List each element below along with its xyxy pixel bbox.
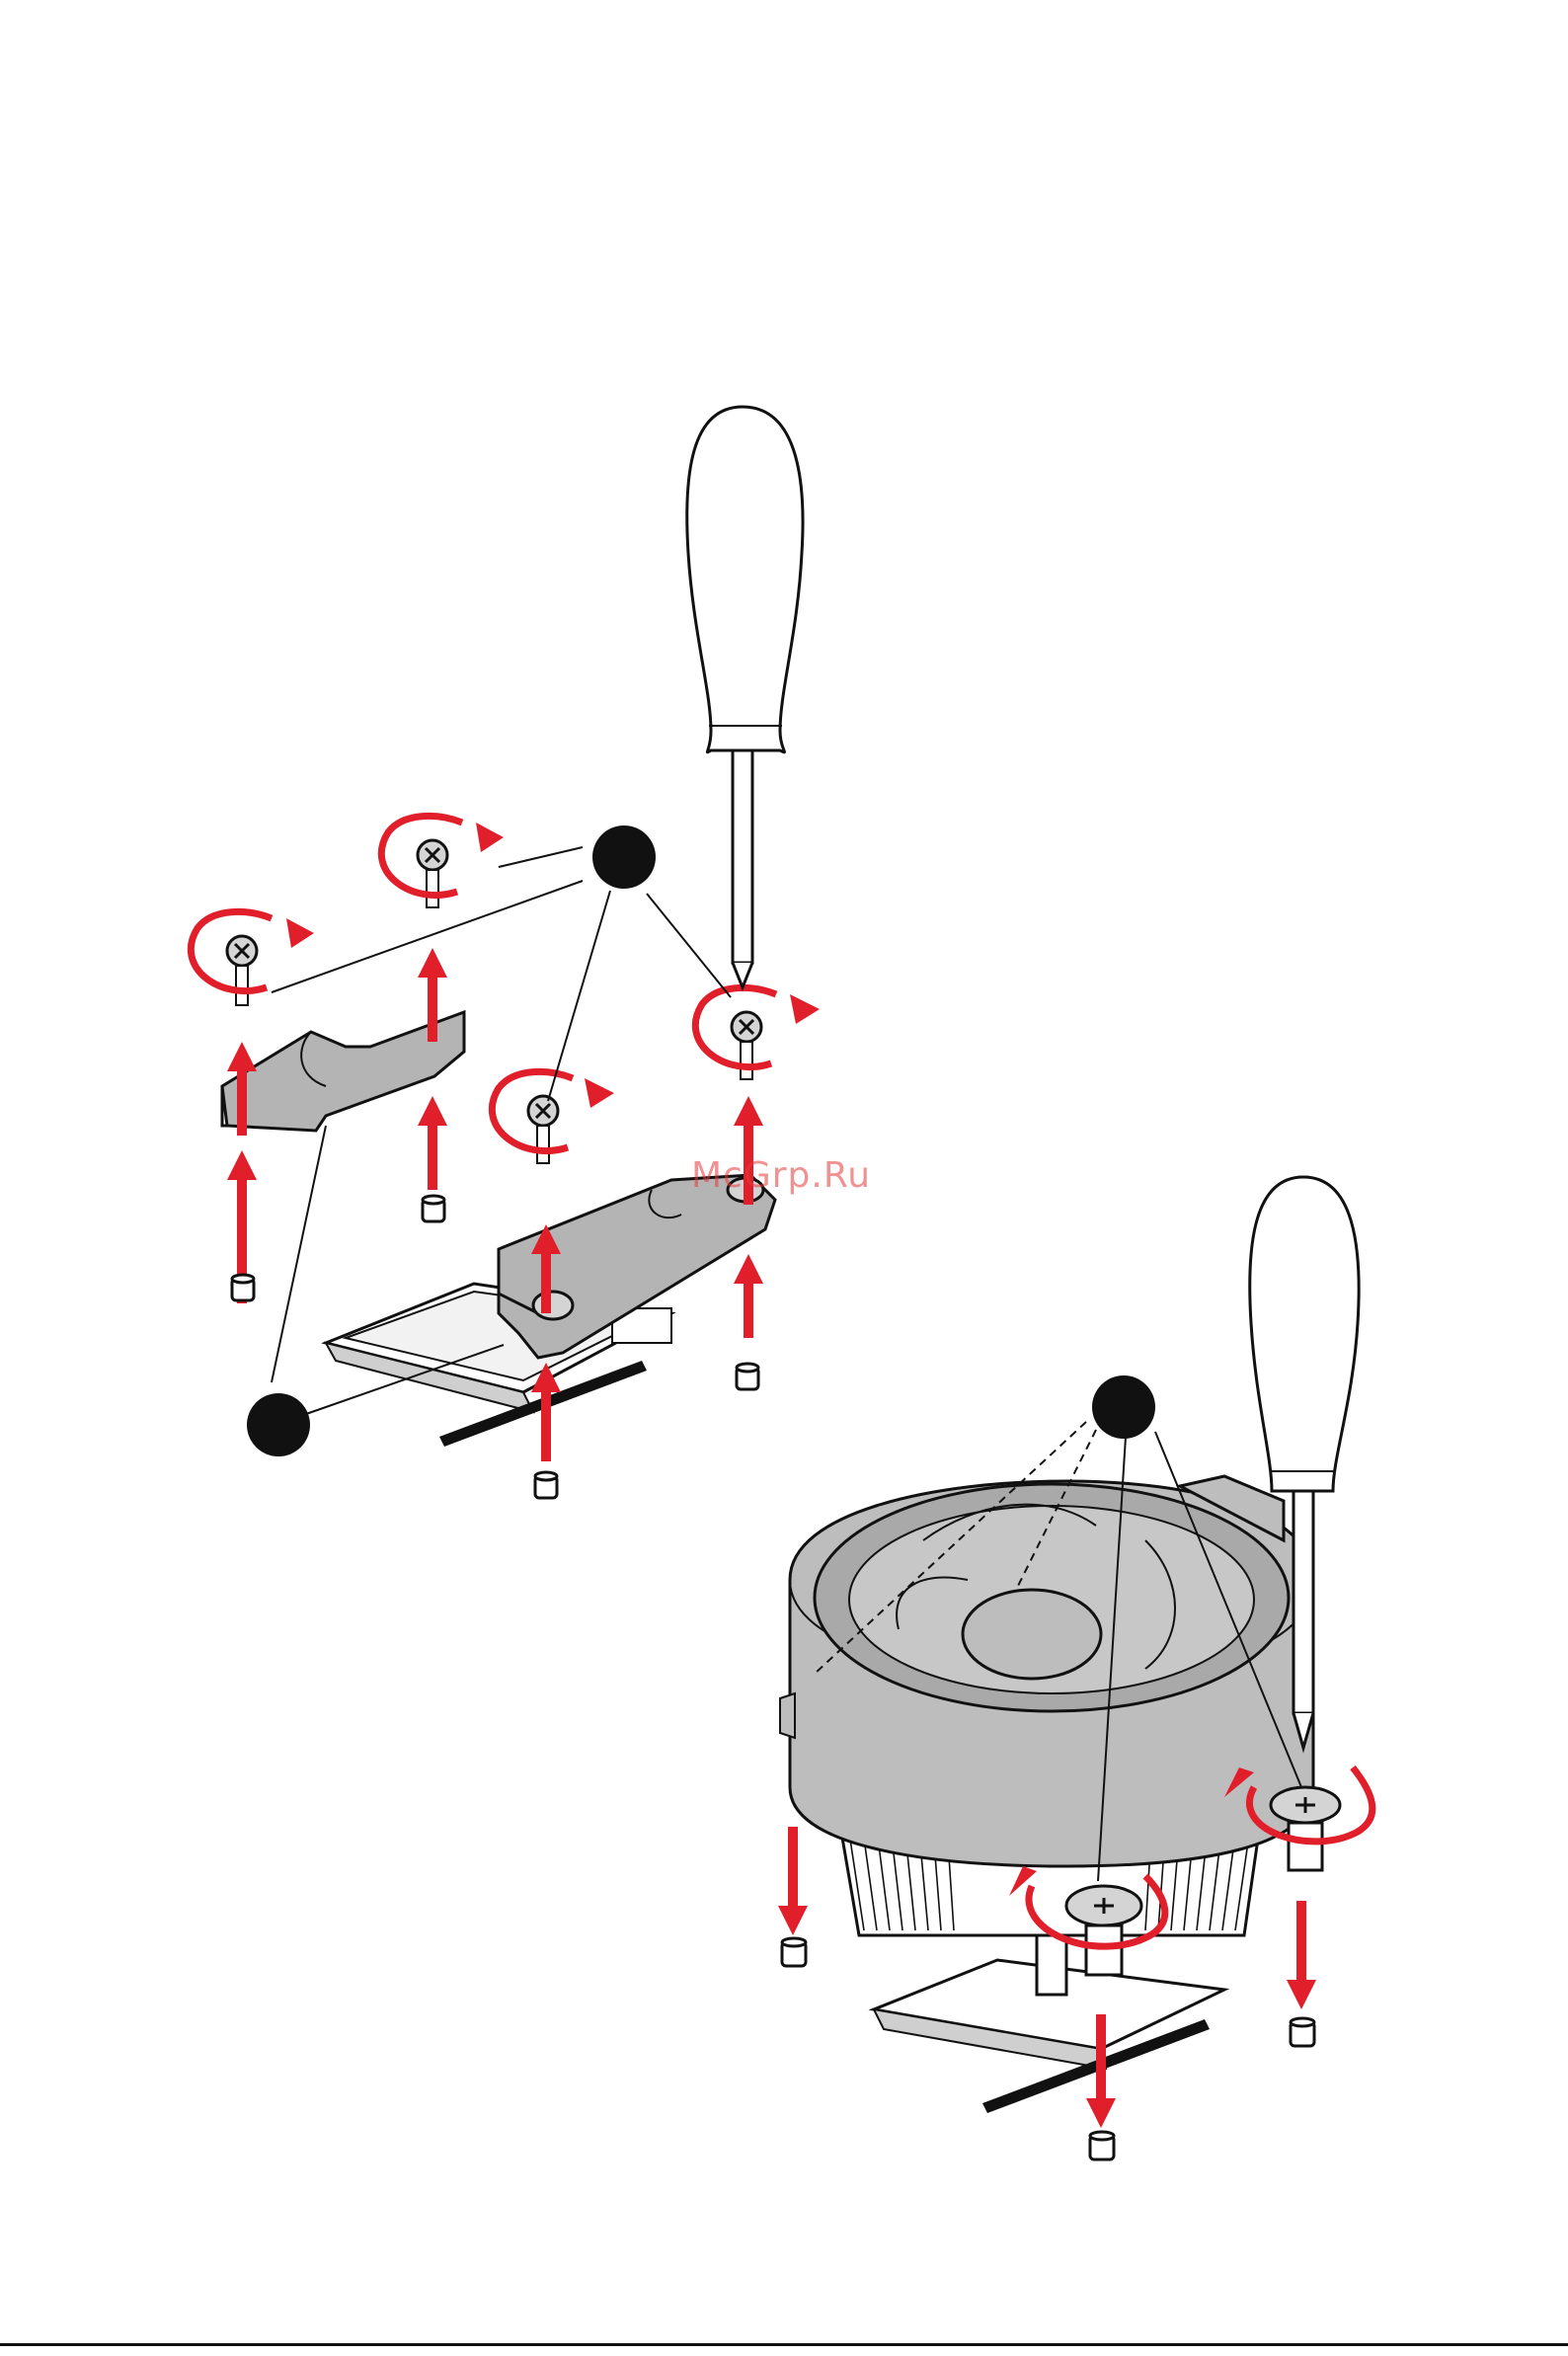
callout-cooler-screws: [1092, 1375, 1155, 1439]
cpu-cooler: [780, 1476, 1313, 1866]
callout-screws-top: [592, 825, 656, 889]
callout-brackets: [247, 1393, 310, 1456]
screw-icon: [227, 936, 257, 1005]
left-assembly: [191, 407, 820, 1498]
watermark: McGrp.Ru: [691, 1155, 871, 1196]
page-bottom-rule: [0, 2343, 1568, 2346]
right-assembly: [778, 1177, 1372, 2160]
screwdriver-icon: [687, 407, 803, 987]
